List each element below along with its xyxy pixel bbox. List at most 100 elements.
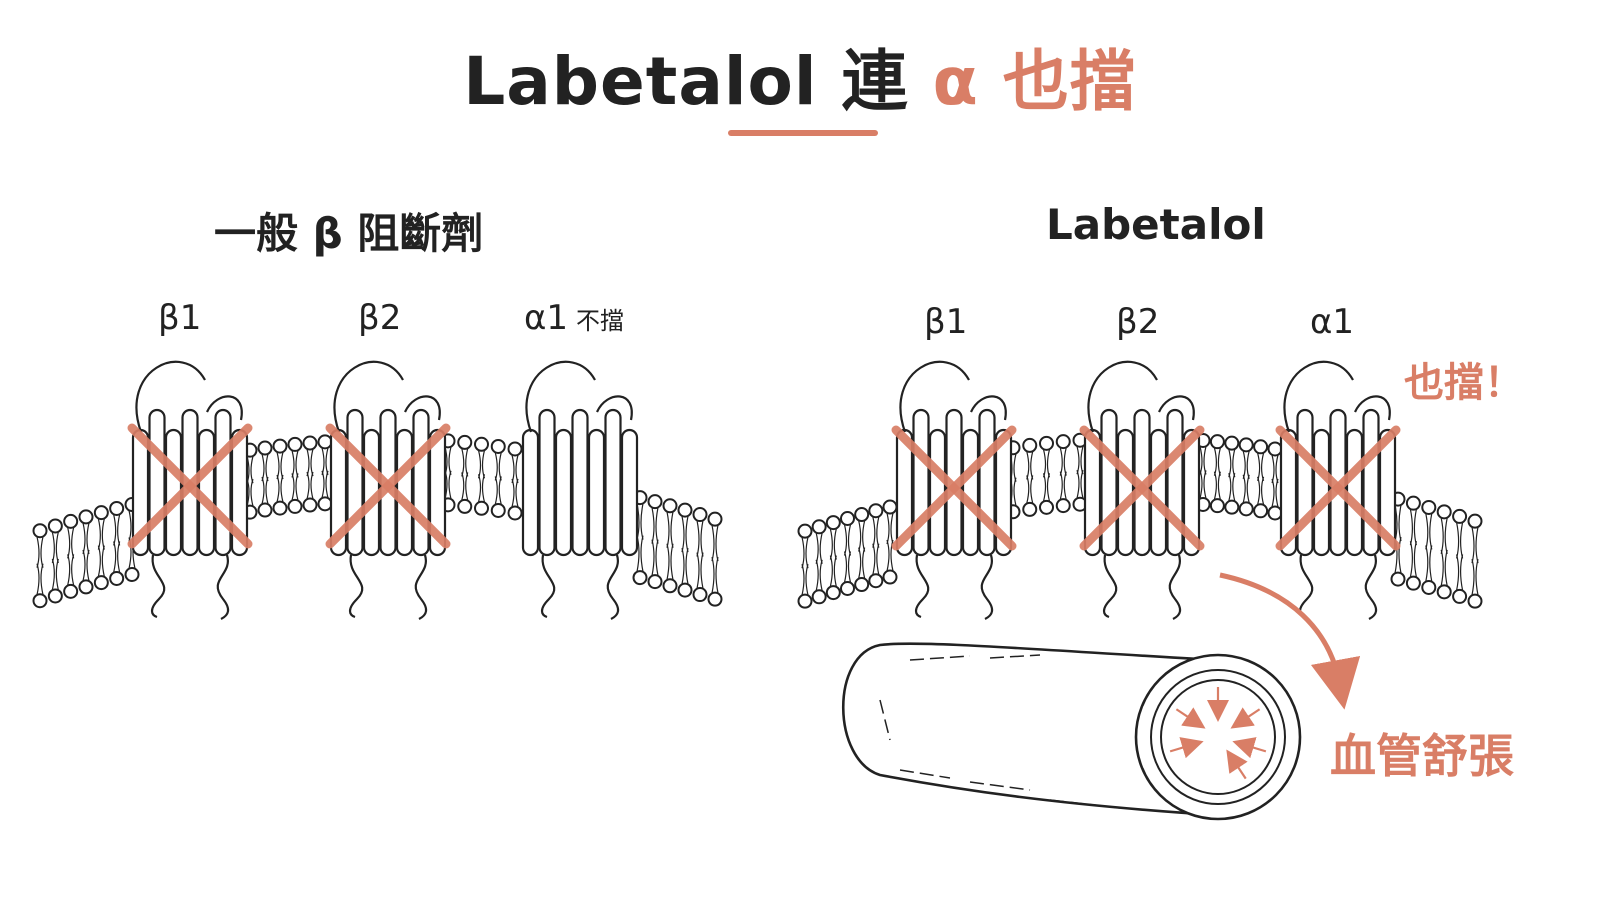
right-block-mark-2-stroke-b [1079,425,1205,551]
extracellular-loop [205,395,243,421]
lipid-tail-top [801,537,809,569]
helix [587,428,606,557]
pressure-arrow-5 [1169,737,1204,759]
helix [1116,428,1135,557]
lipid-tail-top [276,451,284,480]
intracellular-tail [1168,554,1182,620]
vessel-texture-line [969,781,1031,791]
extracellular-loop [969,395,1007,421]
left-membrane-seg-1 [32,497,140,609]
lipid-head [32,523,48,539]
lipid-tail-top [1471,527,1479,564]
lipid-head [1224,499,1240,515]
lipid-tail-top [666,511,674,548]
lipid-head [1405,495,1421,511]
lipid-head [272,500,288,516]
left-receptor-label-beta2: β2 [358,298,402,338]
lipid-head [1467,513,1483,529]
lipid-tail-bottom [666,543,674,580]
lipid-head [1253,439,1269,455]
lipid-tail-bottom [477,474,486,503]
lipid-head [257,440,273,456]
left-membrane-seg-3 [440,433,523,521]
extracellular-loop [1283,360,1354,433]
lipid-head [287,498,303,514]
lipid-tail-top [1228,449,1236,478]
lipid-head [707,591,723,607]
helix [912,408,930,557]
page-title: Labetalol 連 α 也擋 [0,28,1600,124]
vessel-texture-line [909,655,971,661]
lipid-tail-top [306,448,314,477]
lipid-tail-top [1076,446,1084,475]
alpha-also-blocked-note: 也擋！ [1404,360,1524,406]
helix [994,428,1013,557]
lipid-tail-bottom [113,541,121,573]
helix [538,408,556,557]
lipid-tail-top [1242,450,1250,480]
lipid-tail-bottom [1471,558,1479,596]
helix [1166,408,1184,557]
lipid-tail-top [815,532,823,564]
right-panel-heading: Labetalol [1046,200,1266,249]
left-block-mark-1-stroke-b [127,423,253,549]
left-receptor-label-beta1: β1 [158,298,202,338]
vessel-texture-line [989,654,1041,659]
intracellular-tail [1298,554,1314,619]
lipid-head [1436,504,1452,520]
lipid-tail-top [858,520,866,552]
lipid-tail-top [1409,509,1417,546]
lipid-tail-top [886,512,894,545]
lipid-head [1253,503,1269,519]
helix [1100,408,1118,557]
title-underline [728,130,878,136]
lipid-head [825,585,841,601]
lipid-head [1039,499,1054,515]
lipid-head [1421,499,1437,515]
lipid-head [1238,501,1254,517]
lipid-head [1390,571,1406,587]
lipid-head [474,436,489,452]
helix [571,408,589,557]
intracellular-tail [540,554,556,619]
lipid-tail-top [67,527,75,559]
lipid-tail-bottom [815,559,823,591]
lipid-tail-bottom [276,474,284,503]
receptors-layer [127,360,1401,620]
helix [521,428,540,557]
lipid-tail-bottom [1409,541,1417,578]
lipid-tail-bottom [82,549,90,582]
lipid-head [662,498,678,514]
lipid-tail-bottom [1042,473,1051,502]
lipid-tail-top [261,453,269,482]
lipid-head [854,507,870,523]
lipid-head [1421,579,1437,595]
lipid-head [302,435,318,451]
right-membrane-seg-3 [1195,432,1283,521]
lipid-tail-top [1440,517,1448,555]
helix [978,408,996,557]
lipid-tail-top [36,536,44,568]
intracellular-tail [216,554,230,620]
alpha1-label: α1 [524,298,569,338]
lipid-tail-top [321,447,329,476]
lipid-tail-bottom [1076,470,1084,499]
right-receptor-label-beta1: β1 [924,302,968,342]
lipid-head [677,502,693,518]
lipid-tail-bottom [1026,475,1034,504]
helix [214,408,232,557]
lipid-tail-top [651,507,659,544]
lipid-head [797,593,813,609]
lipid-head [797,523,813,539]
lipid-head [868,503,884,519]
title-highlight: α 也擋 [932,43,1137,120]
lipid-tail-top [1456,522,1464,559]
lipid-tail-bottom [858,547,866,579]
lipid-tail-bottom [51,558,59,591]
lipid-head [257,502,273,518]
lipid-tail-bottom [886,539,894,572]
lipid-head [63,513,79,529]
pressure-arrow-3 [1175,707,1206,729]
extracellular-loop [403,395,441,421]
